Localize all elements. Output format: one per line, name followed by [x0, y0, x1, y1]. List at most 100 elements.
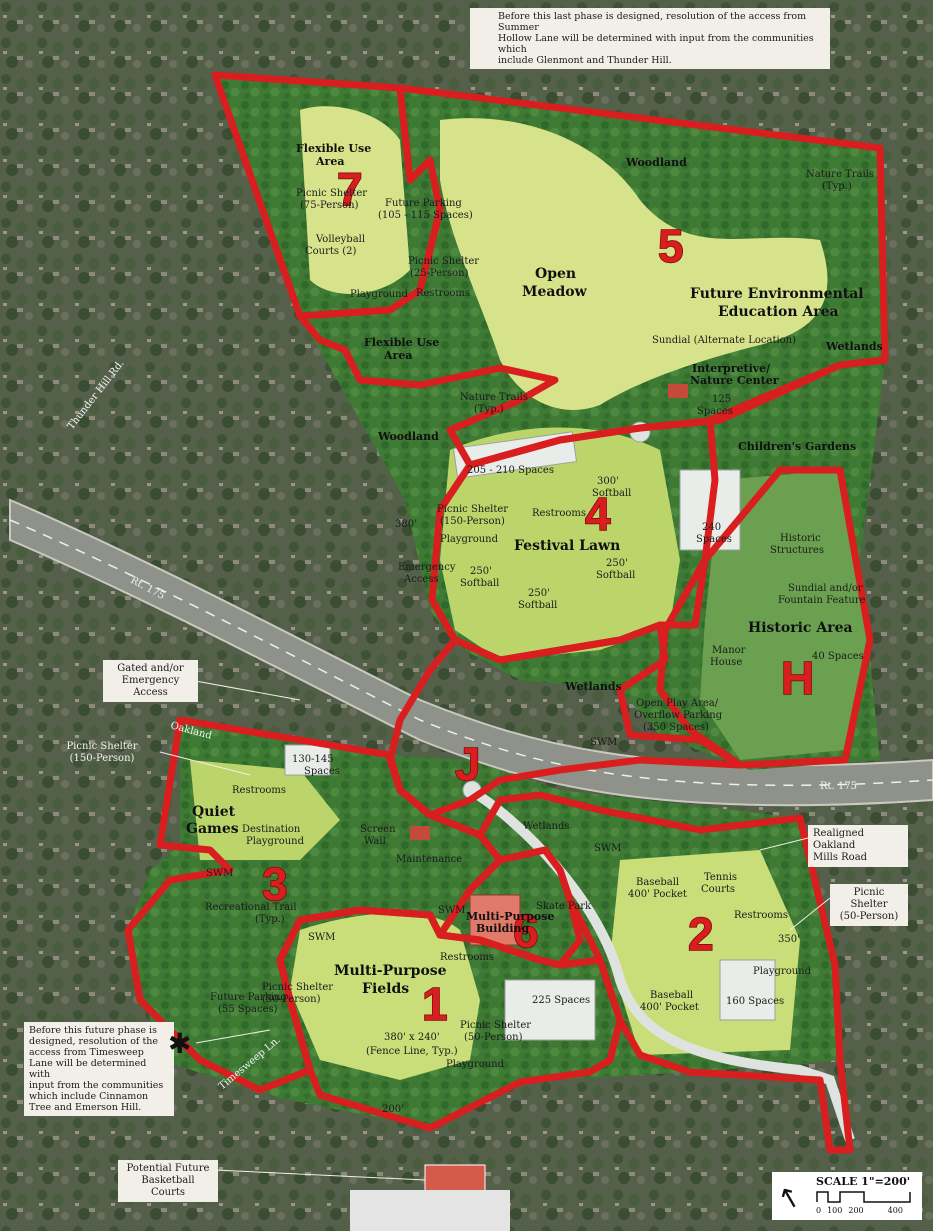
- note-top-line-1: Before this last phase is designed, reso…: [498, 11, 807, 33]
- label-multi-purpose-fields-b: Fields: [362, 981, 409, 997]
- label-manor-house: Manor: [712, 645, 746, 656]
- label-wetlands-mid: Wetlands: [564, 680, 622, 693]
- leader-basketball: [214, 1169, 426, 1181]
- label-picnic-150: Picnic Shelter: [437, 504, 508, 515]
- phase-7-label: 7: [337, 163, 363, 215]
- note-left-line-4: Lane will be determined with: [29, 1058, 147, 1080]
- leader-realigned: [759, 837, 809, 851]
- label-volleyball: Volleyball: [315, 234, 365, 245]
- label-nature-center: Nature Center: [690, 374, 779, 387]
- label-restrooms-4: Restrooms: [532, 508, 586, 519]
- note-left-line-2: designed, resolution of the: [29, 1036, 159, 1047]
- label-spaces-160: 160 Spaces: [726, 996, 784, 1007]
- label-picnic-50b-b: (50-Person): [464, 1032, 523, 1043]
- phase-boundaries: [124, 71, 889, 1154]
- label-spaces-240: 240: [702, 522, 721, 533]
- label-flexible-use-5: Flexible Use: [364, 336, 439, 349]
- label-picnic-75b: (75-Person): [300, 200, 359, 211]
- nature-center-building: [668, 384, 688, 398]
- label-emergency-access: Emergency: [398, 562, 456, 573]
- label-softball-250c-b: Softball: [518, 600, 557, 611]
- label-fields-dims-b: (Fence Line, Typ.): [366, 1046, 458, 1057]
- label-maintenance: Maintenance: [396, 854, 462, 865]
- label-nature-trails-top: Nature Trails: [806, 169, 874, 180]
- callout-realigned-road: Realigned Oakland Mills Road: [808, 825, 908, 867]
- parking-130: [284, 744, 331, 776]
- label-historic-area: Historic Area: [748, 620, 853, 636]
- label-nature-trails-mid: Nature Trails: [460, 392, 528, 403]
- label-sundial-alt: Sundial (Alternate Location): [652, 335, 796, 346]
- phase-2-boundary: [476, 791, 854, 1154]
- label-picnic-30b: (30-Person): [262, 994, 321, 1005]
- leader-gated: [189, 679, 301, 701]
- label-future-env-education: Future Environmental: [690, 286, 864, 302]
- phase-6-label: 6: [513, 905, 539, 957]
- leader-picnic-left: [159, 751, 251, 776]
- phase-1-boundary: [276, 906, 624, 1132]
- meadow-strip: [300, 106, 410, 294]
- label-picnic-150b: (150-Person): [440, 516, 505, 527]
- label-picnic-50b: Picnic Shelter: [460, 1020, 531, 1031]
- label-future-parking-3: Future Parking: [210, 992, 287, 1003]
- label-swm-bottom-right: SWM: [594, 843, 621, 854]
- label-destination-playground: Destination: [242, 824, 301, 835]
- label-playground-2: Playground: [753, 966, 812, 977]
- rt-175-centerline: [9, 519, 933, 787]
- label-dist-350: 350': [778, 934, 800, 945]
- label-softball-250a: 250': [470, 566, 492, 577]
- label-future-env-education-b: Education Area: [718, 304, 839, 320]
- label-recreational-trail-b: (Typ.): [255, 914, 285, 925]
- label-baseball-top: Baseball: [636, 877, 679, 888]
- label-multi-purpose-building: Multi-Purpose: [466, 910, 554, 923]
- parking-225: [504, 979, 596, 1041]
- label-festival-lawn: Festival Lawn: [514, 538, 620, 554]
- label-flexible-use-7b: Area: [315, 155, 344, 168]
- phase-4-label: 4: [585, 488, 611, 540]
- scale-tick-100: 100: [827, 1206, 843, 1215]
- label-recreational-trail: Recreational Trail: [205, 902, 297, 913]
- label-softball-250c: 250': [528, 588, 550, 599]
- label-sundial-fountain: Sundial and/or: [788, 583, 863, 594]
- scale-tick-200: 200: [848, 1206, 864, 1215]
- callout-leaders: [159, 679, 831, 1181]
- callout-gated-line-1: Gated and/or: [117, 663, 184, 674]
- leader-left-note: [195, 1029, 271, 1044]
- label-picnic-75: Picnic Shelter: [296, 188, 367, 199]
- north-arrow-icon: ↑: [771, 1178, 809, 1219]
- note-top-line-3: include Glenmont and Thunder Hill.: [498, 55, 672, 66]
- label-softball-300: 300': [597, 476, 619, 487]
- scale-bar-graphic: [816, 1191, 911, 1203]
- phase-h-label: H: [781, 652, 814, 704]
- label-playground-1: Playground: [446, 1059, 505, 1070]
- label-open-meadow: Open: [535, 266, 576, 282]
- quiet-games-lawn: [190, 760, 340, 860]
- label-playground-7: Playground: [350, 289, 409, 300]
- label-fields-dims: 380' x 240': [384, 1032, 440, 1043]
- label-spaces-130b: Spaces: [304, 766, 340, 777]
- label-softball-250b-b: Softball: [596, 570, 635, 581]
- note-top-line-2: Hollow Lane will be determined with inpu…: [498, 33, 814, 55]
- label-interpretive: Interpretive/: [692, 362, 771, 375]
- maintenance-building: [410, 826, 430, 840]
- label-restrooms-7: Restrooms: [416, 288, 470, 299]
- label-multi-purpose-fields: Multi-Purpose: [334, 963, 447, 979]
- phase-j-label: J: [455, 738, 481, 790]
- label-playground-4: Playground: [440, 534, 499, 545]
- parking-160: [719, 959, 776, 1021]
- scale-title: SCALE 1"=200': [816, 1175, 911, 1188]
- callout-basketball-line-2: Basketball Courts: [141, 1175, 195, 1198]
- label-spaces-205: 205 - 210 Spaces: [467, 465, 554, 476]
- scale-bar-line: [816, 1191, 911, 1203]
- phase-1-label: 1: [422, 978, 448, 1030]
- label-restrooms-3: Restrooms: [232, 785, 286, 796]
- open-meadow: [440, 118, 828, 410]
- label-picnic-30: Picnic Shelter: [262, 982, 333, 993]
- label-flexible-use-7: Flexible Use: [296, 142, 371, 155]
- label-swm-mid: SWM: [590, 737, 617, 748]
- label-future-parking-3b: (55 Spaces): [218, 1004, 278, 1015]
- asterisk-icon-left: ✱: [168, 1027, 192, 1060]
- callout-gated-line-2: Emergency Access: [121, 675, 180, 698]
